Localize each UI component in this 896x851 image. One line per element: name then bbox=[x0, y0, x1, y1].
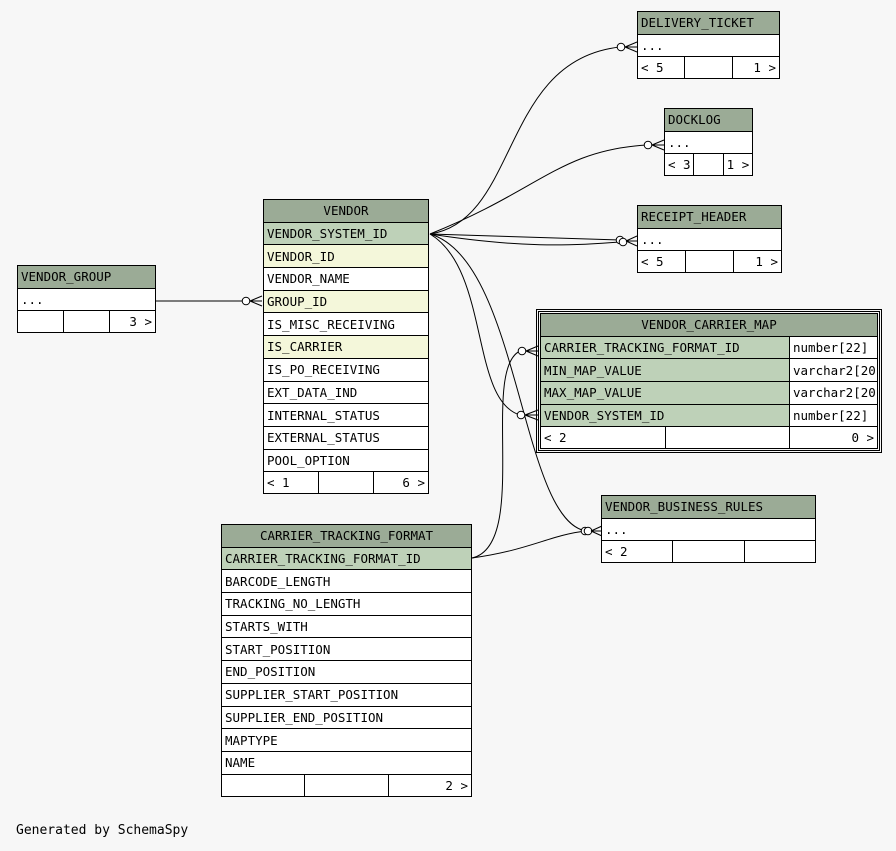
children-count: 6 > bbox=[373, 471, 429, 495]
spacer-cell bbox=[672, 540, 745, 564]
column-name[interactable]: VENDOR_SYSTEM_ID bbox=[540, 403, 790, 428]
children-count bbox=[743, 540, 817, 564]
table-title[interactable]: CARRIER_TRACKING_FORMAT bbox=[221, 524, 472, 548]
spacer-cell bbox=[665, 426, 790, 450]
table-title[interactable]: RECEIPT_HEADER bbox=[637, 205, 782, 229]
table-title[interactable]: VENDOR bbox=[263, 199, 429, 223]
table-title[interactable]: VENDOR_GROUP bbox=[17, 265, 156, 289]
column-row[interactable]: IS_CARRIER bbox=[263, 335, 429, 359]
columns-placeholder: ... bbox=[664, 130, 753, 155]
columns-placeholder: ... bbox=[637, 227, 782, 252]
column-row[interactable]: INTERNAL_STATUS bbox=[263, 403, 429, 427]
column-row[interactable]: NAME bbox=[221, 750, 472, 775]
column-row[interactable]: END_POSITION bbox=[221, 660, 472, 684]
children-count: 3 > bbox=[109, 310, 156, 334]
table-carrier-tracking-format[interactable]: CARRIER_TRACKING_FORMAT CARRIER_TRACKING… bbox=[220, 524, 473, 797]
edge-ctf-vbr bbox=[471, 530, 587, 559]
table-vendor-business-rules[interactable]: VENDOR_BUSINESS_RULES ... < 2 bbox=[600, 495, 817, 564]
edge-vendor-delivery-ticket bbox=[429, 46, 621, 235]
children-count: 1 > bbox=[731, 56, 781, 80]
edge-markers bbox=[241, 41, 665, 537]
edge-ctf-vcm bbox=[471, 350, 521, 559]
table-vendor-carrier-map[interactable]: VENDOR_CARRIER_MAP CARRIER_TRACKING_FORM… bbox=[535, 308, 883, 454]
table-vendor-group[interactable]: VENDOR_GROUP ... 3 > bbox=[17, 265, 156, 334]
spacer-cell bbox=[304, 773, 389, 797]
column-row[interactable]: IS_PO_RECEIVING bbox=[263, 357, 429, 382]
column-type: varchar2[20] bbox=[788, 358, 879, 383]
column-row[interactable]: VENDOR_SYSTEM_ID bbox=[263, 221, 429, 246]
parents-count: < 2 bbox=[540, 426, 666, 450]
parents-count bbox=[220, 773, 306, 797]
column-name[interactable]: CARRIER_TRACKING_FORMAT_ID bbox=[540, 335, 790, 360]
column-row[interactable]: SUPPLIER_START_POSITION bbox=[221, 682, 472, 707]
columns-placeholder: ... bbox=[637, 33, 780, 58]
parents-count: < 5 bbox=[637, 250, 686, 274]
children-count: 1 > bbox=[733, 250, 782, 274]
columns-placeholder: ... bbox=[601, 517, 816, 542]
parents-count bbox=[17, 310, 64, 334]
column-row[interactable]: CARRIER_TRACKING_FORMAT_ID bbox=[221, 546, 472, 571]
parents-count: < 3 bbox=[663, 153, 695, 177]
spacer-cell bbox=[684, 56, 733, 80]
spacer-cell bbox=[318, 471, 374, 495]
table-title[interactable]: DOCKLOG bbox=[664, 108, 753, 132]
column-row[interactable]: START_POSITION bbox=[221, 637, 472, 662]
column-row[interactable]: MAPTYPE bbox=[221, 728, 472, 752]
parents-count: < 1 bbox=[263, 471, 319, 495]
table-receipt-header[interactable]: RECEIPT_HEADER ... < 5 1 > bbox=[637, 205, 782, 274]
table-docklog[interactable]: DOCKLOG ... < 3 1 > bbox=[663, 108, 754, 177]
column-row[interactable]: BARCODE_LENGTH bbox=[221, 569, 472, 594]
table-title[interactable]: VENDOR_BUSINESS_RULES bbox=[601, 495, 816, 519]
edge-vendor-vcm bbox=[429, 233, 521, 416]
column-type: number[22] bbox=[788, 335, 879, 360]
children-count: 0 > bbox=[788, 426, 879, 450]
spacer-cell bbox=[63, 310, 110, 334]
column-row[interactable]: STARTS_WITH bbox=[221, 614, 472, 639]
column-row[interactable]: VENDOR_NAME bbox=[263, 267, 429, 291]
generated-by-credit: Generated by SchemaSpy bbox=[16, 823, 189, 838]
table-delivery-ticket[interactable]: DELIVERY_TICKET ... < 5 1 > bbox=[636, 11, 781, 80]
column-row[interactable]: POOL_OPTION bbox=[263, 448, 429, 473]
column-type: varchar2[20] bbox=[788, 381, 879, 405]
parents-count: < 5 bbox=[636, 56, 686, 80]
table-title[interactable]: DELIVERY_TICKET bbox=[637, 11, 780, 35]
column-name[interactable]: MIN_MAP_VALUE bbox=[540, 358, 790, 383]
table-title[interactable]: VENDOR_CARRIER_MAP bbox=[539, 313, 879, 337]
edge-vendor-receipt-header-a bbox=[429, 233, 621, 241]
column-row[interactable]: IS_MISC_RECEIVING bbox=[263, 312, 429, 337]
column-row[interactable]: VENDOR_ID bbox=[263, 244, 429, 269]
column-row[interactable]: TRACKING_NO_LENGTH bbox=[221, 592, 472, 616]
edge-vendor-vbr bbox=[429, 233, 587, 532]
column-type: number[22] bbox=[788, 403, 879, 428]
edge-vendor-receipt-header-b bbox=[429, 233, 621, 246]
spacer-cell bbox=[685, 250, 734, 274]
parents-count: < 2 bbox=[600, 540, 674, 564]
column-row[interactable]: GROUP_ID bbox=[263, 289, 429, 314]
columns-placeholder: ... bbox=[17, 287, 156, 312]
table-vendor[interactable]: VENDOR VENDOR_SYSTEM_ID VENDOR_ID VENDOR… bbox=[263, 199, 429, 495]
edge-vendor-docklog bbox=[429, 144, 648, 235]
column-row[interactable]: SUPPLIER_END_POSITION bbox=[221, 705, 472, 730]
column-row[interactable]: EXT_DATA_IND bbox=[263, 380, 429, 405]
children-count: 1 > bbox=[722, 153, 754, 177]
spacer-cell bbox=[693, 153, 724, 177]
column-row[interactable]: EXTERNAL_STATUS bbox=[263, 425, 429, 450]
children-count: 2 > bbox=[387, 773, 473, 797]
column-name[interactable]: MAX_MAP_VALUE bbox=[540, 381, 790, 405]
